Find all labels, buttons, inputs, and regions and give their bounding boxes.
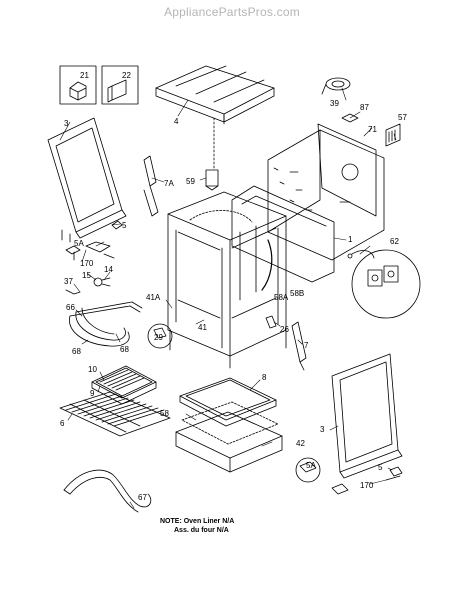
part-22-inset [101, 65, 139, 105]
diagram-note: NOTE: Oven Liner N/A Ass. du four N/A [160, 517, 234, 535]
part-number-labels: 21 22 3 4 5 5A 170 15 14 37 66 68 68 10 … [60, 71, 407, 502]
label-42: 42 [296, 439, 305, 448]
label-68-left: 68 [72, 347, 81, 356]
label-41: 41 [198, 323, 207, 332]
part-29-inset-circle [147, 323, 173, 349]
part-62-inset-circle [347, 249, 421, 319]
label-29: 29 [154, 333, 163, 342]
part-6-oven-rack [59, 391, 171, 437]
label-7: 7 [304, 341, 309, 350]
part-39-gas-coil [321, 77, 351, 95]
part-71-back-panel [267, 123, 385, 261]
part-21-inset [59, 65, 97, 105]
label-3-right: 3 [320, 425, 325, 434]
label-57: 57 [398, 113, 407, 122]
label-58: 58 [160, 409, 169, 418]
part-4-top-panel [155, 65, 275, 171]
part-66-bake-element [69, 301, 143, 347]
label-26: 26 [280, 325, 289, 334]
label-7a: 7A [164, 179, 174, 188]
part-87-clip [341, 113, 359, 123]
part-3-door-right [331, 353, 403, 479]
part-26-block [265, 315, 277, 329]
label-5a-right: 5A [306, 461, 316, 470]
part-3-door-left [47, 117, 127, 243]
label-1: 1 [348, 235, 353, 244]
part-7-bracket-right [291, 321, 307, 371]
note-line-2: Ass. du four N/A [174, 527, 229, 534]
part-57-vent [385, 123, 401, 147]
label-39: 39 [330, 99, 339, 108]
part-58a-side-panel [231, 185, 335, 283]
part-59-sensor [205, 169, 219, 191]
part-58-drawer-liner [181, 401, 279, 445]
leader-lines [59, 87, 397, 509]
label-59: 59 [186, 177, 195, 186]
note-line-1: NOTE: Oven Liner N/A [160, 518, 235, 525]
label-6: 6 [60, 419, 65, 428]
label-3-left: 3 [64, 119, 69, 128]
main-oven-cavity-frame [167, 191, 287, 369]
label-5a: 5A [74, 239, 84, 248]
label-5-right: 5 [378, 463, 383, 472]
label-58a: 58A [274, 293, 289, 302]
part-14-15-bulb [65, 277, 111, 295]
part-5a-hinge-circle [295, 457, 403, 495]
part-5-hinge-left [65, 220, 123, 261]
label-67: 67 [138, 493, 147, 502]
label-4: 4 [174, 117, 179, 126]
label-8: 8 [262, 373, 267, 382]
label-10: 10 [88, 365, 97, 374]
label-21: 21 [80, 71, 89, 80]
label-5: 5 [122, 221, 127, 230]
label-37: 37 [64, 277, 73, 286]
label-22: 22 [122, 71, 131, 80]
label-14: 14 [104, 265, 113, 274]
label-68-right: 68 [120, 345, 129, 354]
label-71: 71 [368, 125, 377, 134]
label-62: 62 [390, 237, 399, 246]
label-15: 15 [82, 271, 91, 280]
label-41a: 41A [146, 293, 161, 302]
label-58b: 58B [290, 289, 304, 298]
label-66: 66 [66, 303, 75, 312]
label-170-right: 170 [360, 481, 374, 490]
label-9: 9 [90, 389, 95, 398]
part-42-drawer-box [175, 411, 283, 473]
label-87: 87 [360, 103, 369, 112]
part-7a-bracket-left [143, 155, 159, 217]
watermark: AppliancePartsPros.com [164, 5, 300, 19]
label-170: 170 [80, 259, 94, 268]
part-67-broil-element [63, 469, 152, 513]
